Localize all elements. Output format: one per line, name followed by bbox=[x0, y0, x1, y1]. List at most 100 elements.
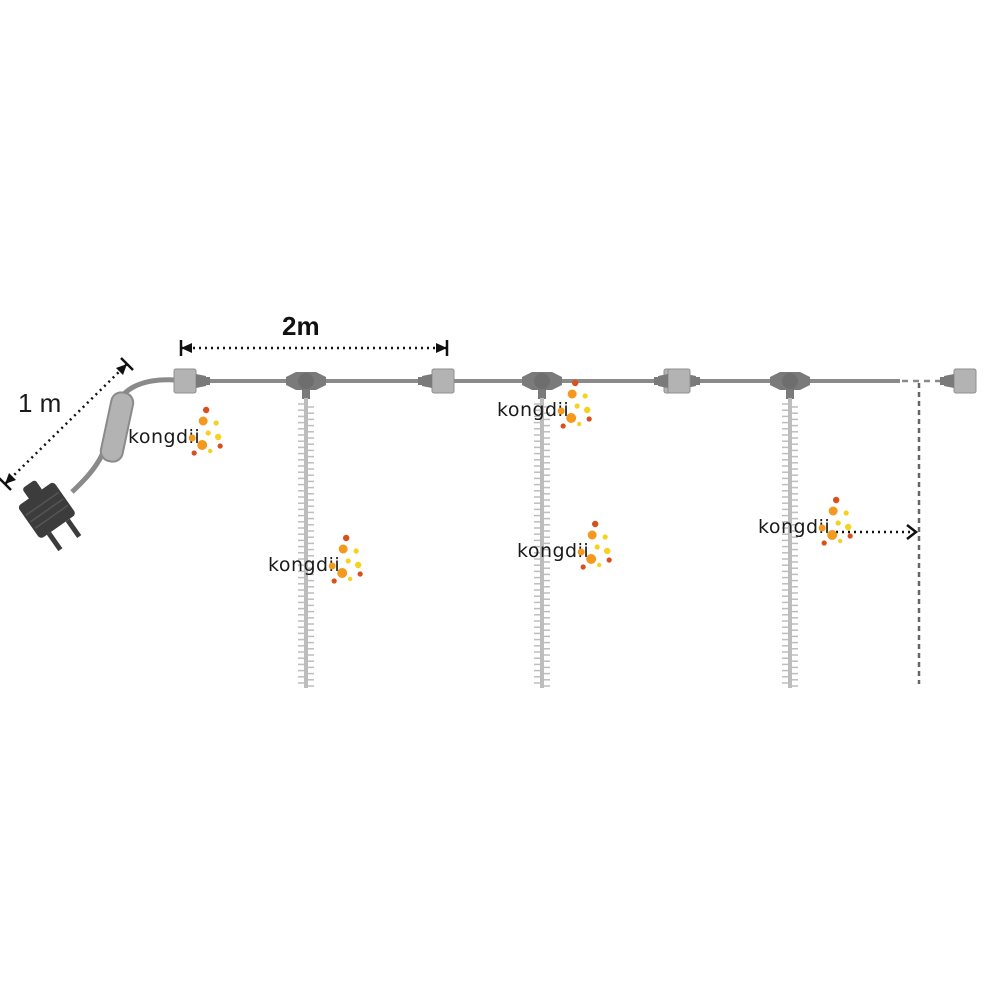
connector-nozzle bbox=[422, 374, 432, 388]
t-joint-hub bbox=[782, 373, 798, 389]
logo-text: kongdii bbox=[497, 399, 569, 421]
logo-dots bbox=[557, 379, 592, 429]
logo-dot bbox=[198, 416, 208, 426]
connector-ring bbox=[654, 377, 658, 385]
cord-controller-box bbox=[99, 391, 135, 463]
logo-dot bbox=[844, 523, 852, 531]
t-joint-stem bbox=[302, 389, 310, 399]
logo-dot bbox=[342, 534, 350, 542]
logo-dot bbox=[217, 443, 223, 449]
t-joint bbox=[286, 372, 326, 399]
logo-dots bbox=[577, 520, 612, 570]
led-strand bbox=[782, 398, 798, 688]
logo-3: kongdii bbox=[497, 379, 592, 429]
logo-dot bbox=[828, 506, 838, 516]
connector-nozzle bbox=[944, 374, 954, 388]
logo-dot bbox=[191, 450, 197, 456]
inline-connector bbox=[418, 368, 455, 394]
logo-dot bbox=[577, 548, 585, 556]
logo-dot bbox=[586, 416, 592, 422]
connector-housing bbox=[431, 368, 455, 394]
inline-connector bbox=[654, 368, 691, 394]
logo-dot bbox=[197, 440, 208, 450]
logo-dot bbox=[583, 406, 591, 414]
logo-dot bbox=[188, 434, 196, 442]
logo-dot bbox=[213, 420, 219, 426]
logo-dot bbox=[331, 578, 337, 584]
t-joint-stem bbox=[538, 389, 546, 399]
plug-neck bbox=[23, 480, 42, 500]
logo-dot bbox=[347, 576, 353, 582]
led-strands bbox=[298, 398, 798, 688]
logo-dot bbox=[202, 406, 210, 414]
logo-dots bbox=[188, 406, 223, 456]
logo-dot bbox=[557, 407, 565, 415]
inline-connector bbox=[940, 368, 977, 394]
t-joint-hub bbox=[534, 373, 550, 389]
logo-dot bbox=[580, 564, 586, 570]
logo-dot bbox=[835, 520, 841, 526]
logo-dot bbox=[837, 538, 843, 544]
logo-dot bbox=[832, 496, 840, 504]
connectors bbox=[173, 368, 977, 399]
logo-dot bbox=[338, 544, 348, 554]
logo-dot bbox=[567, 389, 577, 399]
dimension-2m: 2m bbox=[179, 311, 449, 356]
logo-dot bbox=[594, 544, 600, 550]
logo-2: kongdii bbox=[268, 534, 363, 584]
logo-dot bbox=[586, 554, 597, 564]
extension-arrow-head bbox=[906, 524, 919, 540]
logo-dot bbox=[596, 562, 602, 568]
logo-dot bbox=[591, 520, 599, 528]
logo-dot bbox=[602, 534, 608, 540]
t-joint-hub bbox=[298, 373, 314, 389]
logo-dot bbox=[354, 561, 362, 569]
logo-dot bbox=[571, 379, 579, 387]
led-strand bbox=[534, 398, 550, 688]
logo-dot bbox=[603, 547, 611, 555]
dimension-1m-label: 1 m bbox=[18, 388, 61, 418]
logo-dots bbox=[818, 496, 853, 546]
logo-text: kongdii bbox=[758, 516, 830, 538]
logo-dot bbox=[574, 403, 580, 409]
logo-dot bbox=[818, 524, 826, 532]
connector-nozzle bbox=[658, 374, 668, 388]
logo-dot bbox=[337, 568, 348, 578]
connector-housing bbox=[953, 368, 977, 394]
plug-icon bbox=[18, 480, 82, 552]
dimension-2m-label: 2m bbox=[282, 311, 320, 341]
connector-nozzle bbox=[196, 374, 206, 388]
logo-dot bbox=[843, 510, 849, 516]
logo-dot bbox=[353, 548, 359, 554]
power-cord bbox=[70, 377, 177, 494]
logo-dot bbox=[847, 533, 853, 539]
logo-dot bbox=[328, 562, 336, 570]
logo-dot bbox=[357, 571, 363, 577]
logo-dot bbox=[214, 433, 222, 441]
logo-dot bbox=[566, 413, 577, 423]
logo-text: kongdii bbox=[268, 554, 340, 576]
logo-dot bbox=[821, 540, 827, 546]
dimension-1m: 1 m bbox=[0, 357, 134, 491]
led-strand bbox=[298, 398, 314, 688]
logo-dot bbox=[576, 421, 582, 427]
logo-dot bbox=[560, 423, 566, 429]
plug-pin-right bbox=[65, 518, 82, 538]
logo-dot bbox=[606, 557, 612, 563]
t-joint-stem bbox=[786, 389, 794, 399]
t-joint bbox=[522, 372, 562, 399]
plug-pin-left bbox=[46, 531, 63, 552]
extension-drop bbox=[836, 383, 921, 684]
connector-ring bbox=[696, 377, 700, 385]
t-joint bbox=[770, 372, 810, 399]
logo-dot bbox=[205, 430, 211, 436]
logo-5: kongdii bbox=[758, 496, 853, 546]
dimension-1m-line bbox=[4, 363, 128, 485]
connector-ring bbox=[940, 377, 944, 385]
connector-housing bbox=[667, 368, 691, 394]
logo-dot bbox=[582, 393, 588, 399]
logo-dot bbox=[587, 530, 597, 540]
logo-1: kongdii bbox=[128, 406, 223, 456]
